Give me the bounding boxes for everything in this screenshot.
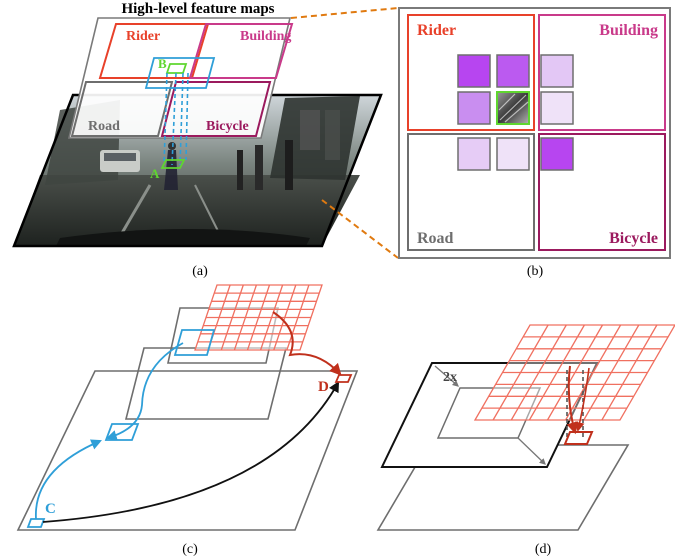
road-region-b [407,133,535,251]
road-label-a: Road [88,119,120,134]
bicycle-label-a: Bicycle [206,119,249,134]
attention-cell [457,91,491,125]
attention-cell [540,137,574,171]
road-label-b: Road [417,230,454,247]
point-a-label: A [150,166,160,181]
attention-cell [540,54,574,88]
caption-c: (c) [182,542,198,557]
scale-factor-label: 2x [443,370,457,385]
panel-a: High-level feature maps Rider Building R… [12,1,383,279]
upsample-cell-d [563,431,594,445]
point-d-label: D [318,379,329,395]
point-b-label: B [158,56,167,71]
attention-cell [496,54,530,88]
building-region [188,23,294,79]
caption-d: (d) [535,542,552,557]
zoom-connector-top [290,7,399,19]
panel-c: C D (c) [16,284,359,557]
road-region [70,81,174,137]
attention-cell [457,137,491,171]
scale-lines-d [434,365,546,465]
building-label-a: Building [240,29,291,44]
bicycle-region [160,81,272,137]
long-range-arrow [42,381,340,523]
rider-label-b: Rider [417,22,456,39]
lower-plane-d [376,444,630,531]
point-c-label: C [45,501,56,517]
zoom-connector-bottom [321,199,399,259]
building-label-b: Building [599,22,658,39]
red-path-d [566,365,579,435]
panel-d: 2x (d) [376,324,675,557]
bicycle-region-b [538,133,666,251]
attention-cell [496,137,530,171]
bicycle-label-b: Bicycle [609,230,658,247]
upsampled-plane-d [380,362,599,468]
caption-a: (a) [192,264,208,279]
rider-label-a: Rider [126,29,160,44]
attention-grid-c [194,284,323,351]
rider-region-b [407,14,535,131]
cyan-path-lower [35,439,102,520]
panel-b: Rider Building Road Bicycle (b) [398,7,671,279]
projection-lines [163,72,189,166]
building-region-b [538,14,666,131]
layer-plane-large [16,370,359,531]
caption-b: (b) [527,264,544,279]
feature-maps-title: High-level feature maps [121,1,274,17]
receptive-window-a [144,57,216,89]
attention-grid-d [473,324,675,421]
layer-plane-mid [124,347,288,420]
attention-cell [540,91,574,125]
cyan-path-upper [105,342,184,441]
point-a-cell [160,159,186,169]
point-d-cell [334,374,353,383]
red-path-c [272,311,342,376]
window-c [26,518,46,528]
attention-cell [457,54,491,88]
